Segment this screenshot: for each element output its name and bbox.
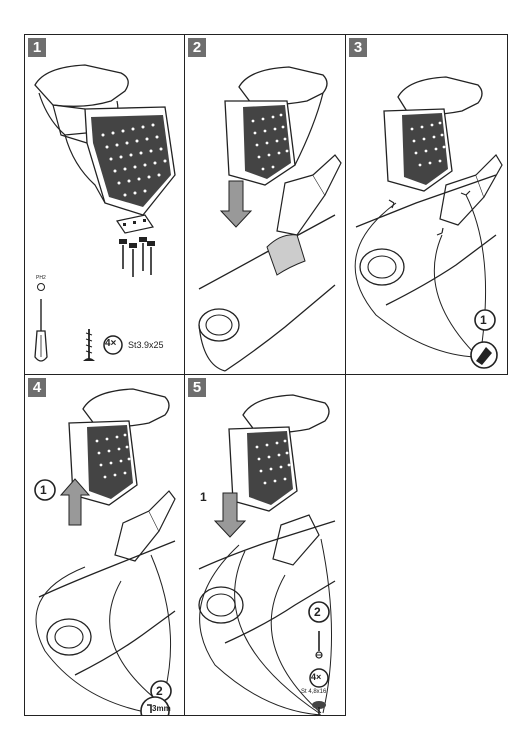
step-4-panel: 4 (24, 374, 185, 716)
screw-spec-label: St 4,8x16 (301, 689, 327, 695)
step-2-panel: 2 (184, 34, 346, 375)
step-number-badge: 5 (188, 378, 206, 397)
step-number-badge: 1 (28, 38, 46, 57)
instruction-sheet: 1 (24, 34, 508, 716)
armrest-raise-illustration (34, 388, 176, 715)
callout-number: 2 (156, 684, 163, 698)
step-1-panel: 1 (24, 34, 185, 375)
callout-number: 2 (314, 605, 321, 619)
quantity-label: 4× (105, 338, 117, 349)
quantity-label: 4× (311, 672, 322, 682)
step-number-badge: 4 (28, 378, 46, 397)
step-number-badge: 2 (188, 38, 206, 57)
callout-number: 1 (200, 490, 207, 504)
armrest-exploded-illustration (34, 64, 176, 362)
armrest-tunnel-illustration (354, 76, 503, 369)
step-5-panel: 5 (184, 374, 346, 716)
callout-number: 1 (40, 483, 47, 497)
step-number-badge: 3 (349, 38, 367, 57)
callout-number: 1 (480, 313, 487, 327)
screwdriver-type-label: PH2 (36, 275, 46, 281)
step-3-panel: 3 (345, 34, 508, 375)
armrest-fixing-illustration (198, 394, 336, 715)
hex-key-size-label: 3mm (152, 704, 171, 713)
armrest-lowering-illustration (198, 66, 342, 372)
screw-spec-label: St3.9x25 (128, 340, 164, 350)
